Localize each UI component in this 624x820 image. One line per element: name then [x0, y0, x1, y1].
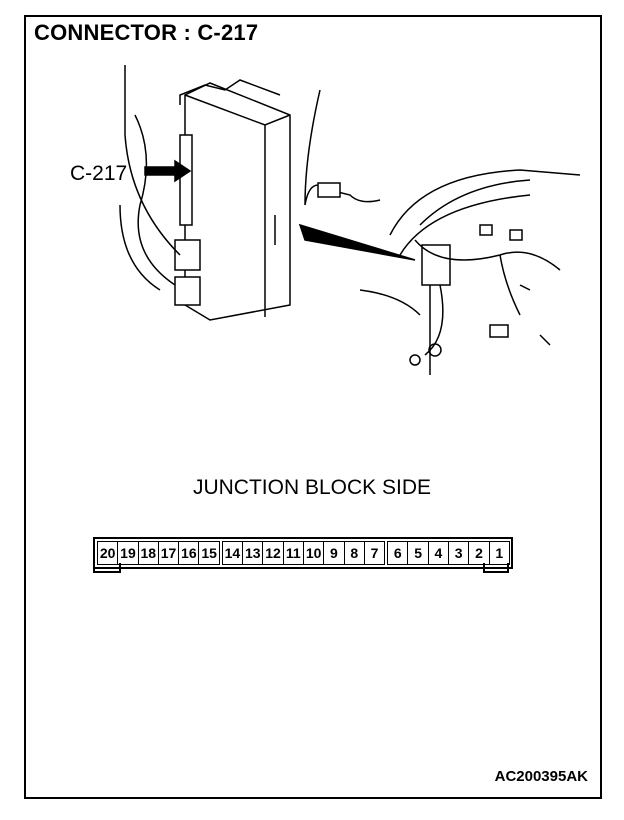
pointer-arrow [144, 159, 416, 261]
junction-block-illustration: C-217 [70, 65, 580, 375]
connector-pin-3: 3 [448, 541, 470, 565]
connector-callout-label: C-217 [70, 162, 127, 185]
connector-pin-2: 2 [468, 541, 490, 565]
connector-latch-left [93, 563, 121, 573]
vehicle-dashboard [359, 169, 580, 375]
connector-pin-18: 18 [137, 541, 159, 565]
connector-pin-12: 12 [262, 541, 284, 565]
connector-pin-20: 20 [97, 541, 119, 565]
connector-pin-17: 17 [157, 541, 180, 565]
connector-latch-right [483, 563, 509, 573]
connector-pin-14: 14 [221, 541, 244, 565]
view-label: JUNCTION BLOCK SIDE [192, 476, 432, 499]
connector-pin-8: 8 [343, 541, 365, 565]
connector-pin-9: 9 [323, 541, 345, 565]
connector-pin-13: 13 [242, 541, 264, 565]
diagram-frame [24, 15, 602, 799]
wire-harness [119, 65, 381, 291]
connector-pin-11: 11 [282, 541, 304, 565]
connector-pin-7: 7 [363, 541, 386, 565]
connector-pin-1: 1 [488, 541, 510, 565]
junction-block [174, 79, 291, 321]
connector-pin-5: 5 [407, 541, 429, 565]
figure-code: AC200395AK [494, 768, 588, 785]
page-title: CONNECTOR : C-217 [34, 20, 259, 45]
connector-pin-10: 10 [302, 541, 325, 565]
connector-pin-6: 6 [387, 541, 409, 565]
connector-pin-15: 15 [198, 541, 220, 565]
connector-pin-4: 4 [427, 541, 450, 565]
connector-pin-19: 19 [117, 541, 139, 565]
connector-pin-16: 16 [178, 541, 200, 565]
